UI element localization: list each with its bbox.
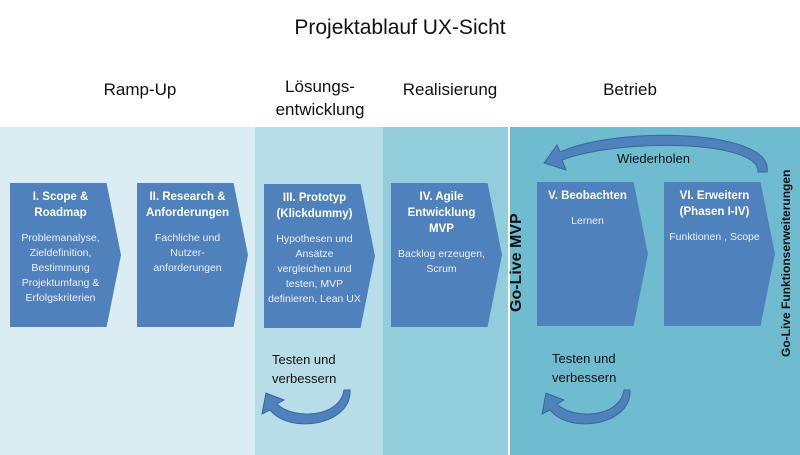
step-title: III. Prototyp (Klickdummy) [276,192,353,220]
step-desc: Lernen [571,215,604,227]
loop-arrow-icon [261,389,351,425]
step-desc: Fachliche und Nutzer-anforderungen [153,232,222,274]
loop-arrow-icon [541,389,631,425]
step-desc: Hypothesen und Ansätze vergleichen und t… [268,233,361,305]
label-wiederholen: Wiederholen [617,151,690,166]
phase-realisierung: Realisierung [402,80,498,99]
repeat-arrow-icon [543,134,768,173]
step-erweitern: VI. Erweitern (Phasen I-IV) Funktionen , … [664,182,775,326]
label-testen-verbessern-1: Testen und verbessern [272,352,337,386]
step-desc: Funktionen , Scope [669,231,760,243]
phase-betrieb: Betrieb [603,80,657,99]
step-prototyp: III. Prototyp (Klickdummy) Hypothesen und… [264,184,375,328]
step-title: II. Research & Anforderungen [145,191,230,219]
phase-ramp-up: Ramp-Up [103,80,177,99]
step-desc: Problemanalyse, Zieldefinition, Bestimmu… [21,232,100,304]
step-desc: Backlog erzeugen, Scrum [398,248,485,275]
step-title: V. Beobachten [548,190,627,202]
label-testen-verbessern-2: Testen und verbessern [552,351,617,385]
diagram-title: Projektablauf UX-Sicht [294,16,506,39]
step-agile-entwicklung: IV. Agile Entwicklung MVP Backlog erzeuge… [391,183,502,327]
phase-loesungsentwicklung: Lösungs- entwicklung [275,77,365,119]
step-title: VI. Erweitern (Phasen I-IV) [679,190,750,218]
step-title: I. Scope & Roadmap [32,191,89,219]
step-title: IV. Agile Entwicklung MVP [407,191,476,235]
